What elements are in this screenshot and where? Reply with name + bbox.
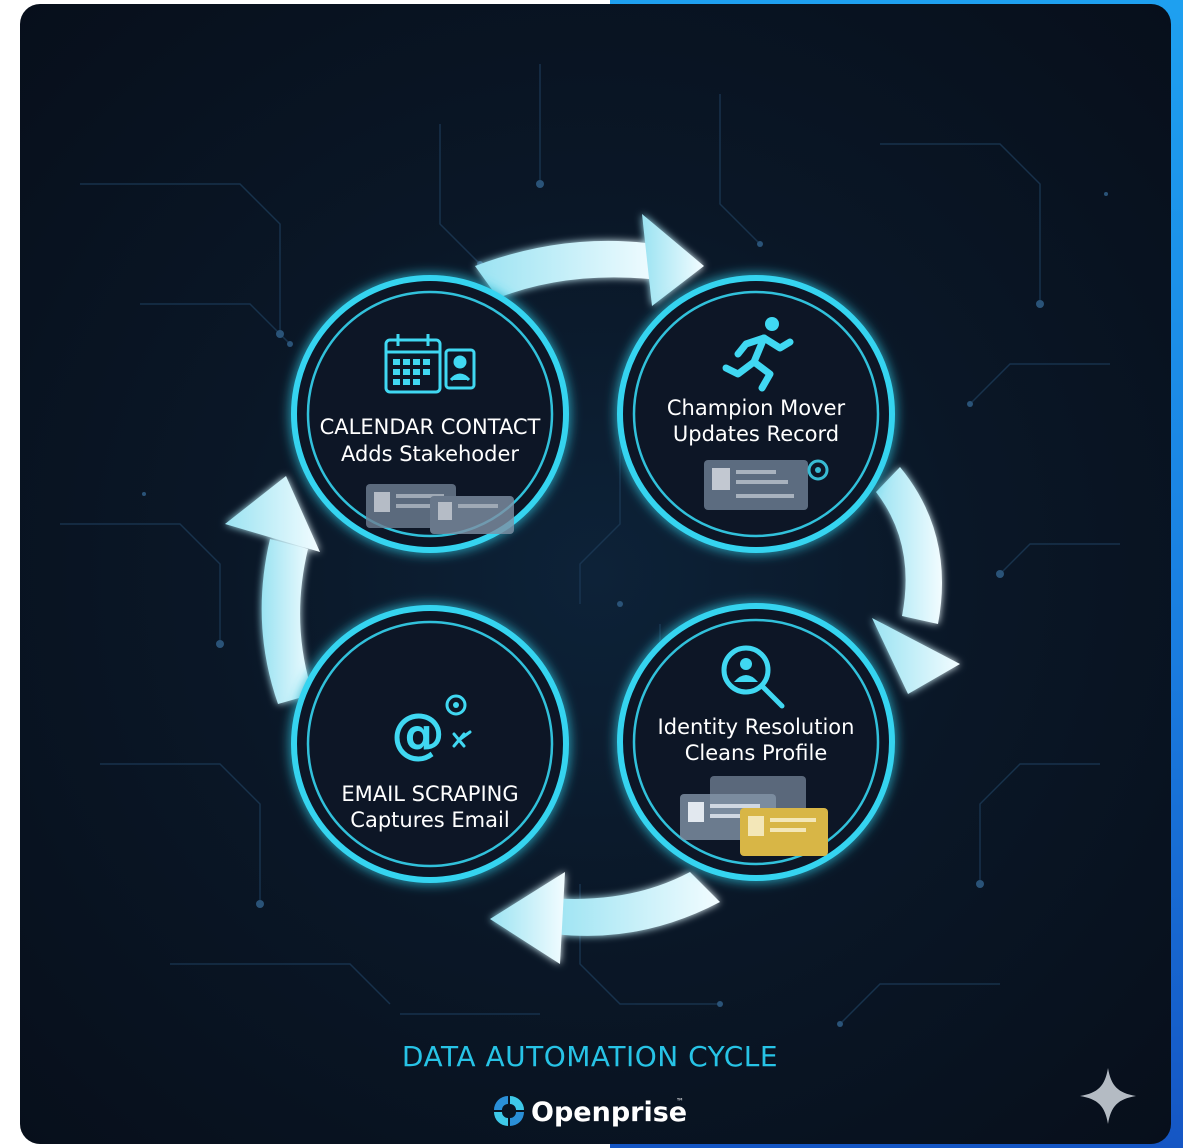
image-card[interactable]: CALENDAR CONTACT Adds Stakehoder xyxy=(20,4,1171,1144)
node-identity-resolution[interactable]: Identity Resolution Cleans Profile xyxy=(617,603,895,881)
arrow-top xyxy=(475,214,704,306)
node-email-line1: EMAIL SCRAPING xyxy=(341,782,518,806)
record-card xyxy=(704,459,829,510)
node-calendar-line1: CALENDAR CONTACT xyxy=(320,415,541,439)
cycle-arrows xyxy=(225,214,960,964)
node-identity-line2: Cleans Profile xyxy=(685,741,828,765)
arrow-bottom xyxy=(490,872,720,964)
node-calendar-line2: Adds Stakehoder xyxy=(341,442,519,466)
arrow-left xyxy=(225,476,320,704)
node-identity-line1: Identity Resolution xyxy=(658,715,855,739)
node-champion-line2: Updates Record xyxy=(673,422,839,446)
merged-profile-cards xyxy=(680,776,828,856)
at-sign-icon: @ xyxy=(391,694,472,765)
svg-text:@: @ xyxy=(391,702,445,765)
running-person-icon xyxy=(722,317,794,392)
brand-name: Openprise xyxy=(531,1097,687,1128)
magnifier-person-icon xyxy=(721,645,785,709)
node-champion-line1: Champion Mover xyxy=(667,396,846,420)
circuit-traces xyxy=(60,64,1120,1025)
calendar-contact-icon xyxy=(384,334,476,394)
arrow-right xyxy=(872,467,960,694)
automation-cycle-diagram: CALENDAR CONTACT Adds Stakehoder xyxy=(60,64,1120,1128)
contact-cards xyxy=(366,484,514,534)
openprise-logo: Openprise ™ xyxy=(494,1096,687,1128)
sparkle-icon[interactable] xyxy=(1078,1066,1138,1126)
node-email-scraping[interactable]: @ EMAIL SCRAPING Captures Email xyxy=(291,605,569,883)
brand-trademark: ™ xyxy=(676,1097,684,1106)
diagram-title: DATA AUTOMATION CYCLE xyxy=(402,1040,778,1073)
node-champion-mover[interactable]: Champion Mover Updates Record xyxy=(617,275,895,553)
node-email-line2: Captures Email xyxy=(350,808,509,832)
openprise-logo-icon xyxy=(494,1096,524,1126)
node-calendar-contact[interactable]: CALENDAR CONTACT Adds Stakehoder xyxy=(291,275,569,553)
